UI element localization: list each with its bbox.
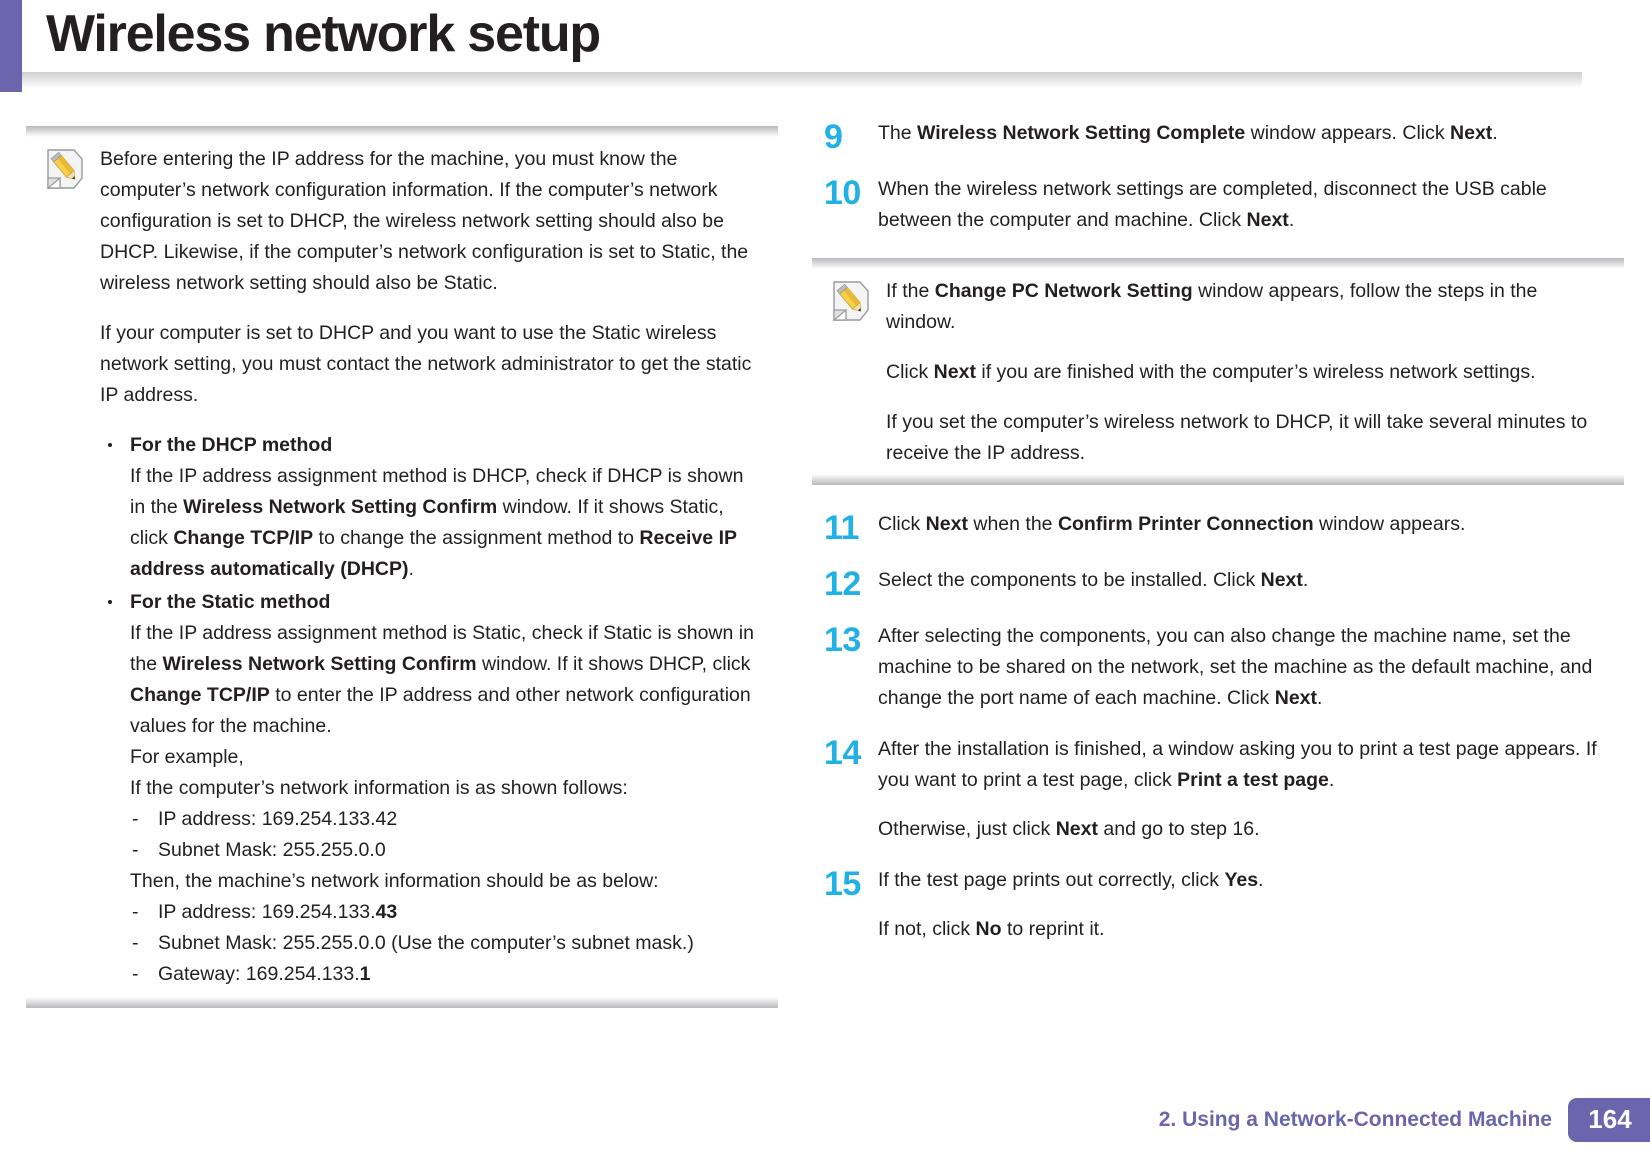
bullet-dhcp-method: For the DHCP method If the IP address as…: [100, 430, 764, 585]
step-number: 9: [824, 118, 843, 156]
step-paragraph: The Wireless Network Setting Complete wi…: [878, 122, 1498, 144]
step-text: If the test page prints out correctly, c…: [878, 865, 1624, 945]
step-text: When the wireless network settings are c…: [878, 174, 1624, 236]
bullet-body: If the IP address assignment method is D…: [130, 465, 744, 580]
step-text: After selecting the components, you can …: [878, 621, 1624, 714]
step-paragraph: If not, click No to reprint it.: [878, 918, 1105, 940]
note-paragraph-1: Before entering the IP address for the m…: [100, 148, 749, 294]
dash-item: -Subnet Mask: 255.255.0.0 (Use the compu…: [130, 928, 764, 959]
note-text-body: Before entering the IP address for the m…: [100, 144, 770, 992]
bullet-static-method: For the Static method If the IP address …: [100, 587, 764, 990]
step-paragraph: Select the components to be installed. C…: [878, 569, 1309, 591]
step-item: 10 When the wireless network settings are…: [812, 176, 1624, 236]
step-item: 13 After selecting the components, you ca…: [812, 623, 1624, 714]
step-paragraph: Otherwise, just click Next and go to ste…: [878, 818, 1260, 840]
dash-marker: -: [132, 932, 139, 954]
bullet-heading: For the DHCP method: [130, 434, 333, 456]
bullet-heading: For the Static method: [130, 591, 331, 613]
note-box-ip-address: Before entering the IP address for the m…: [26, 126, 778, 1008]
dash-marker: -: [132, 808, 139, 830]
step-text: The Wireless Network Setting Complete wi…: [878, 118, 1624, 149]
dash-marker: -: [132, 901, 139, 923]
bullet-dot-icon: [108, 443, 112, 447]
step-text: After the installation is finished, a wi…: [878, 734, 1624, 845]
step-text: Select the components to be installed. C…: [878, 565, 1624, 596]
dash-item: -Subnet Mask: 255.255.0.0: [130, 835, 764, 866]
left-column: Before entering the IP address for the m…: [26, 126, 778, 1008]
step-item: 9 The Wireless Network Setting Complete w…: [812, 120, 1624, 154]
note-top-rule: [26, 126, 778, 137]
page-title: Wireless network setup: [46, 5, 601, 63]
right-column: 9 The Wireless Network Setting Complete w…: [812, 120, 1624, 967]
step-paragraph: When the wireless network settings are c…: [878, 178, 1547, 231]
note-box-change-pc-network: If the Change PC Network Setting window …: [812, 258, 1624, 485]
dash-marker: -: [132, 839, 139, 861]
step-number: 10: [824, 174, 861, 212]
example-label: For example,: [130, 746, 244, 768]
note-paragraph: Click Next if you are finished with the …: [886, 361, 1536, 383]
step-number: 15: [824, 865, 861, 903]
note-bottom-rule: [26, 997, 778, 1008]
bullet-body: If the IP address assignment method is S…: [130, 622, 754, 737]
machine-intro: Then, the machine’s network information …: [130, 870, 659, 892]
step-paragraph: If the test page prints out correctly, c…: [878, 869, 1264, 891]
page-footer: 2. Using a Network-Connected Machine 164: [1159, 1098, 1650, 1142]
step-item: 11 Click Next when the Confirm Printer Co…: [812, 511, 1624, 545]
footer-chapter-label: 2. Using a Network-Connected Machine: [1158, 1108, 1552, 1131]
step-number: 13: [824, 621, 861, 659]
dash-item: -Gateway: 169.254.133.1: [130, 959, 764, 990]
example-intro: If the computer’s network information is…: [130, 777, 628, 799]
left-accent-bar: [0, 0, 22, 92]
note-paragraph: If the Change PC Network Setting window …: [886, 280, 1538, 333]
note-paragraph-2: If your computer is set to DHCP and you …: [100, 322, 752, 406]
note-text-body: If the Change PC Network Setting window …: [886, 276, 1616, 469]
step-number: 14: [824, 734, 861, 772]
computer-network-values: -IP address: 169.254.133.42-Subnet Mask:…: [130, 804, 764, 866]
step-item: 14 After the installation is finished, a …: [812, 736, 1624, 845]
note-top-rule: [812, 258, 1624, 269]
note-pencil-icon: [34, 144, 100, 195]
page-header: Wireless network setup: [0, 0, 1650, 96]
dash-marker: -: [132, 963, 139, 985]
header-divider-shadow: [22, 72, 1582, 88]
note-paragraph: If you set the computer’s wireless netwo…: [886, 411, 1588, 464]
dash-item: -IP address: 169.254.133.43: [130, 897, 764, 928]
step-item: 15 If the test page prints out correctly,…: [812, 867, 1624, 945]
footer-page-number-badge: 164: [1568, 1098, 1650, 1142]
step-number: 12: [824, 565, 861, 603]
bullet-dot-icon: [108, 600, 112, 604]
steps-group-top: 9 The Wireless Network Setting Complete w…: [812, 120, 1624, 236]
step-paragraph: After selecting the components, you can …: [878, 625, 1593, 709]
machine-network-values: -IP address: 169.254.133.43-Subnet Mask:…: [130, 897, 764, 990]
method-bullet-list: For the DHCP method If the IP address as…: [100, 430, 764, 990]
step-item: 12 Select the components to be installed.…: [812, 567, 1624, 601]
step-number: 11: [824, 509, 859, 547]
step-text: Click Next when the Confirm Printer Conn…: [878, 509, 1624, 540]
note-pencil-icon: [820, 276, 886, 327]
steps-group-bottom: 11 Click Next when the Confirm Printer Co…: [812, 511, 1624, 945]
dash-item: -IP address: 169.254.133.42: [130, 804, 764, 835]
step-paragraph: After the installation is finished, a wi…: [878, 738, 1597, 791]
note-bottom-rule: [812, 474, 1624, 485]
step-paragraph: Click Next when the Confirm Printer Conn…: [878, 513, 1466, 535]
